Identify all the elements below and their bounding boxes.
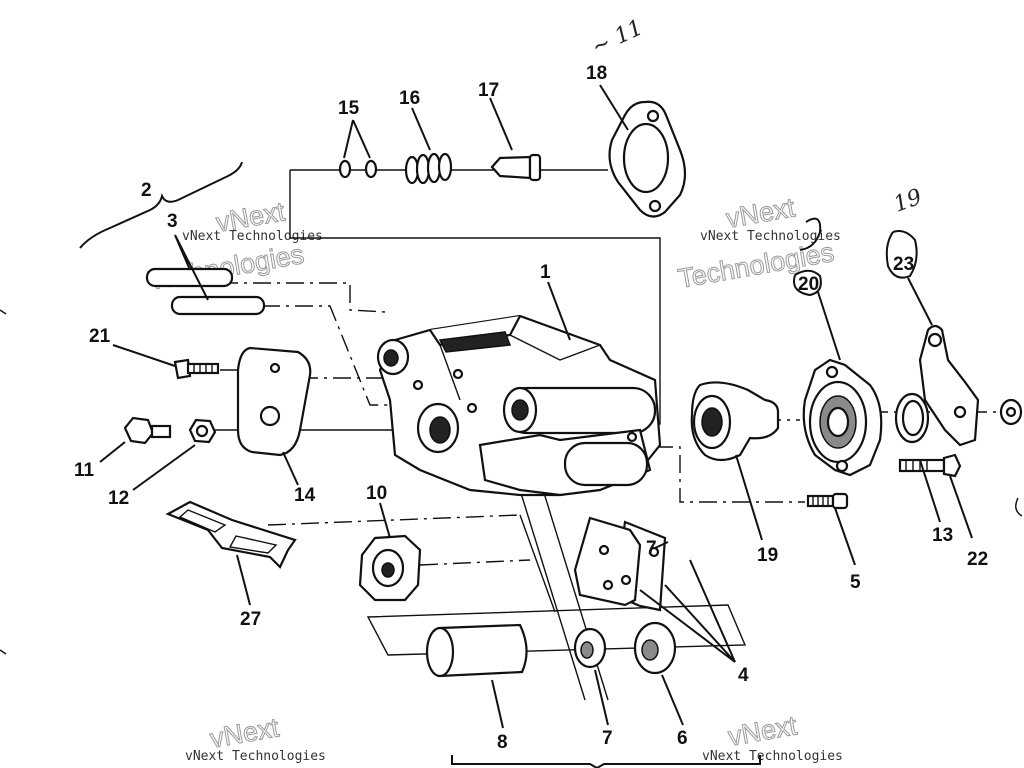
callout-16: 16 (399, 88, 420, 109)
guide-line-piston-a (519, 489, 586, 701)
guide-frame-piston (366, 604, 747, 656)
guide-pins (145, 267, 266, 316)
bracket-clip (165, 500, 297, 569)
guide-line-pin-upper (220, 282, 386, 313)
callout-15: 15 (338, 98, 360, 119)
callout-20: 20 (798, 274, 819, 295)
leader-6 (661, 674, 684, 726)
guide-line-bleeder (655, 446, 805, 503)
caliper-plate (236, 346, 312, 457)
callout-27: 27 (240, 609, 261, 630)
leader-1 (547, 281, 571, 341)
callout-17: 17 (478, 80, 499, 101)
leader-13 (919, 459, 941, 523)
leader-18 (599, 84, 629, 131)
bolt-small (173, 358, 220, 380)
leader-11 (99, 441, 126, 463)
callout-22: 22 (967, 549, 988, 570)
bracket-assembly-bottom (451, 755, 761, 768)
callout-23: 23 (893, 254, 914, 275)
callout-14: 14 (294, 485, 316, 506)
callout-3: 3 (167, 211, 178, 232)
bleeder-screw (806, 492, 849, 510)
gasket (608, 100, 687, 218)
piston (425, 623, 528, 678)
leader-21 (112, 344, 176, 367)
hex-bolt (123, 416, 172, 445)
spring (404, 152, 453, 185)
callout-12: 12 (108, 488, 129, 509)
callout-7-pad: 7 (646, 538, 657, 559)
handwritten-note-18: ~ 11 (588, 15, 647, 60)
washer-right (999, 398, 1023, 426)
handwritten-scribble-20 (793, 217, 822, 297)
callout-4: 4 (738, 665, 749, 686)
leader-4 (639, 559, 736, 663)
edge-tick (0, 309, 7, 655)
callout-8: 8 (497, 732, 508, 753)
watermark-text: vNext Technologies (185, 749, 326, 764)
dust-seal (633, 621, 677, 675)
leader-20 (817, 291, 841, 361)
leader-15 (343, 119, 371, 159)
guide-line-bracket-27 (267, 514, 521, 526)
callout-7: 7 (602, 728, 613, 749)
leader-16 (411, 107, 431, 151)
seal-ring (894, 392, 930, 444)
leader-17 (489, 97, 513, 151)
callout-21: 21 (89, 326, 111, 347)
watermark-text: vNext (726, 710, 800, 752)
leader-8 (491, 679, 504, 729)
watermark-text: vNext (724, 192, 798, 234)
leader-7 (594, 669, 609, 726)
leader-14 (282, 451, 299, 486)
lever-arm (918, 324, 980, 447)
bracket-assembly-2 (79, 161, 243, 249)
edge-mark (1015, 497, 1023, 517)
leader-10 (379, 502, 391, 539)
leader-19 (735, 454, 763, 541)
guide-line-pin-lower (262, 305, 410, 406)
adjuster-cover (802, 358, 883, 477)
hex-nut (188, 418, 217, 444)
callout-1: 1 (540, 262, 551, 283)
callout-18: 18 (586, 63, 607, 84)
guide-line-nut-10 (419, 559, 531, 566)
large-nut (358, 534, 422, 602)
handwritten-circle-23 (885, 230, 918, 279)
piston-seal (573, 627, 607, 669)
callout-13: 13 (932, 525, 953, 546)
caliper-body (376, 314, 662, 497)
leader-23 (907, 277, 933, 326)
leader-7-top (654, 541, 669, 549)
brake-pads (573, 516, 667, 612)
o-ring-pair (338, 159, 378, 179)
callout-11: 11 (74, 460, 95, 481)
plunger-pin (490, 153, 542, 182)
long-bolt (898, 453, 962, 478)
leader-27 (236, 554, 251, 606)
callout-10: 10 (366, 483, 387, 504)
watermark-bottom-left: vNext vNext Technologies (185, 712, 326, 764)
watermark-text: vNext Technologies (182, 229, 323, 244)
watermark-text: Technologies (146, 239, 306, 296)
watermark-text: vNext Technologies (702, 749, 843, 764)
callout-2: 2 (141, 180, 152, 201)
handwritten-note-23: 19 (891, 185, 926, 218)
callout-6: 6 (677, 728, 688, 749)
leader-22 (949, 475, 973, 539)
leader-3 (174, 234, 209, 301)
leader-12 (132, 444, 196, 491)
watermark-text: vNext (208, 712, 282, 754)
guide-line-pad (519, 514, 556, 613)
leader-5 (834, 507, 856, 566)
callout-5: 5 (850, 572, 861, 593)
watermark-text: vNext Technologies (700, 229, 841, 244)
watermark-bottom-right: vNext vNext Technologies (702, 710, 843, 764)
piston-housing (690, 381, 780, 462)
callout-19: 19 (757, 545, 778, 566)
